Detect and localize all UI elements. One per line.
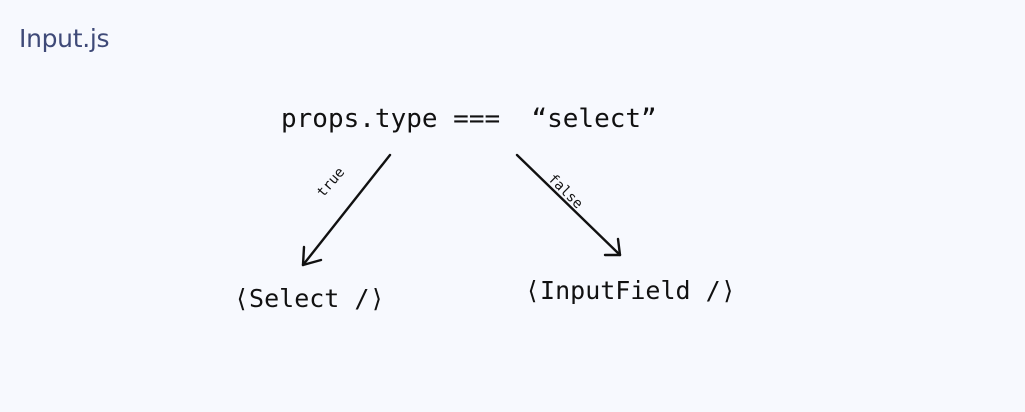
inputfield-component-node: ⟨InputField /⟩ [525, 276, 736, 305]
false-branch-arrow [515, 153, 622, 257]
true-branch-arrow [301, 153, 392, 267]
file-title: Input.js [19, 24, 110, 53]
select-component-node: ⟨Select /⟩ [234, 284, 385, 313]
condition-expression: props.type === “select” [281, 104, 657, 134]
